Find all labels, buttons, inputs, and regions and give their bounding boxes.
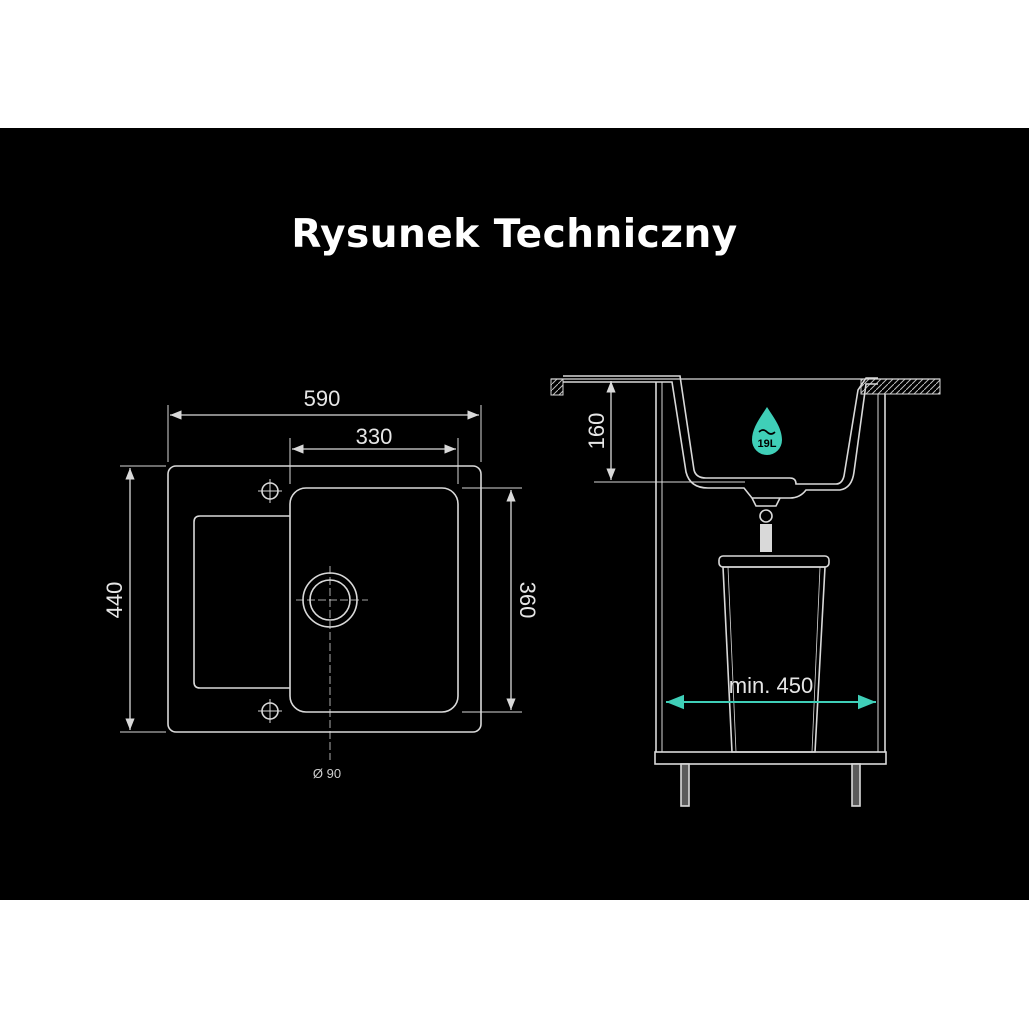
tap-hole-top [258, 479, 282, 503]
side-view-labels: 160 min. 450 [584, 413, 813, 698]
page-title: Rysunek Techniczny [291, 212, 738, 257]
top-view [120, 405, 522, 760]
dim-label-330: 330 [356, 424, 393, 449]
sink-outline [167, 465, 482, 733]
waste-bin [722, 566, 826, 753]
water-drop-icon [752, 407, 782, 455]
dim-label-160: 160 [584, 413, 609, 450]
tap-hole-bottom [258, 699, 282, 723]
bin-capacity-label: 19L [758, 438, 777, 450]
dim-label-360: 360 [515, 582, 540, 619]
cabinet-leg-right [851, 763, 861, 807]
siphon-trap [759, 509, 773, 523]
dim-label-min-450: min. 450 [729, 673, 813, 698]
bowl-outline [289, 487, 459, 713]
drainer-area [193, 515, 290, 689]
side-view [550, 375, 941, 807]
cabinet-leg-left [680, 763, 690, 807]
countertop-left [550, 378, 564, 396]
bin-lid [718, 555, 830, 568]
drain-diameter-label: Ø 90 [313, 766, 341, 781]
countertop-right [860, 378, 941, 395]
dim-label-440: 440 [102, 582, 127, 619]
cabinet-bottom [654, 751, 887, 765]
dim-label-590: 590 [304, 386, 341, 411]
bowl-section [563, 375, 878, 499]
top-view-labels: 590 330 440 360 Ø 90 [102, 386, 540, 781]
drain-pipe [751, 497, 781, 507]
